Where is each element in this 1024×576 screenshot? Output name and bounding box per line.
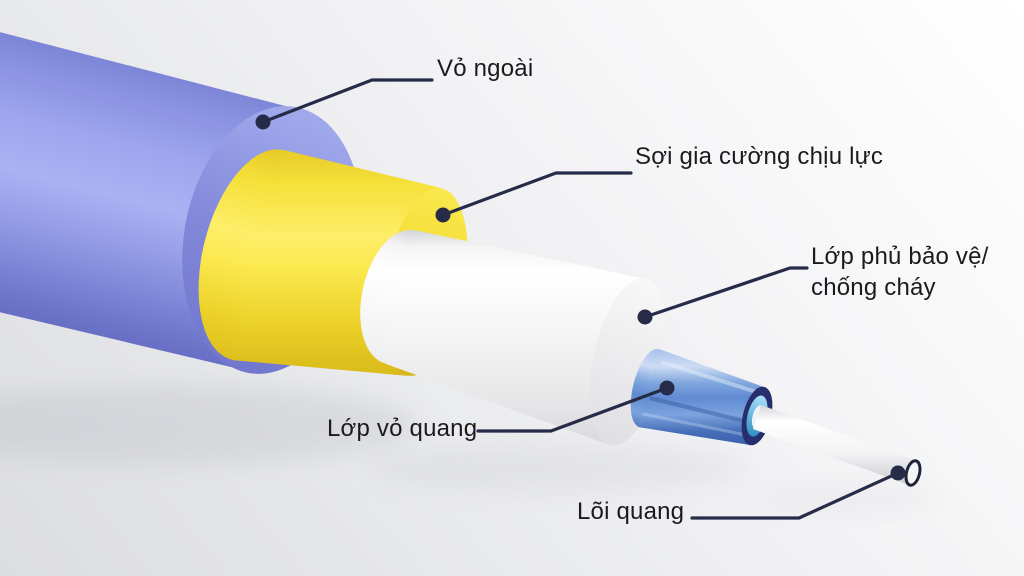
leader-line-outer-jacket [261, 78, 434, 124]
leader-dot-protective-coating [637, 309, 653, 325]
label-protective-coating-line1: Lớp phủ bảo vệ/ [811, 243, 989, 270]
label-cladding: Lớp vỏ quang [327, 415, 478, 442]
cable-shadow [0, 385, 940, 510]
label-protective-coating-line2: chống cháy [811, 274, 936, 301]
leader-dot-outer-jacket [255, 114, 271, 130]
callouts [261, 78, 900, 520]
label-protective-coating: Lớp phủ bảo vệ/ chống cháy [811, 241, 989, 303]
label-strength-member: Sợi gia cường chịu lực [635, 143, 884, 170]
leader-line-cladding [476, 386, 669, 433]
leader-dot-core [890, 465, 906, 481]
label-core: Lõi quang [577, 498, 685, 525]
leader-line-strength-member [441, 171, 633, 217]
core-fiber [753, 405, 922, 487]
leader-line-core [690, 471, 900, 520]
leader-line-protective-coating [643, 266, 809, 319]
leader-dot-cladding [659, 380, 675, 396]
core-fiber-tip [904, 459, 922, 487]
leader-dot-strength-member [435, 207, 451, 223]
callout-dots [255, 114, 906, 481]
label-outer-jacket: Vỏ ngoài [437, 55, 534, 82]
